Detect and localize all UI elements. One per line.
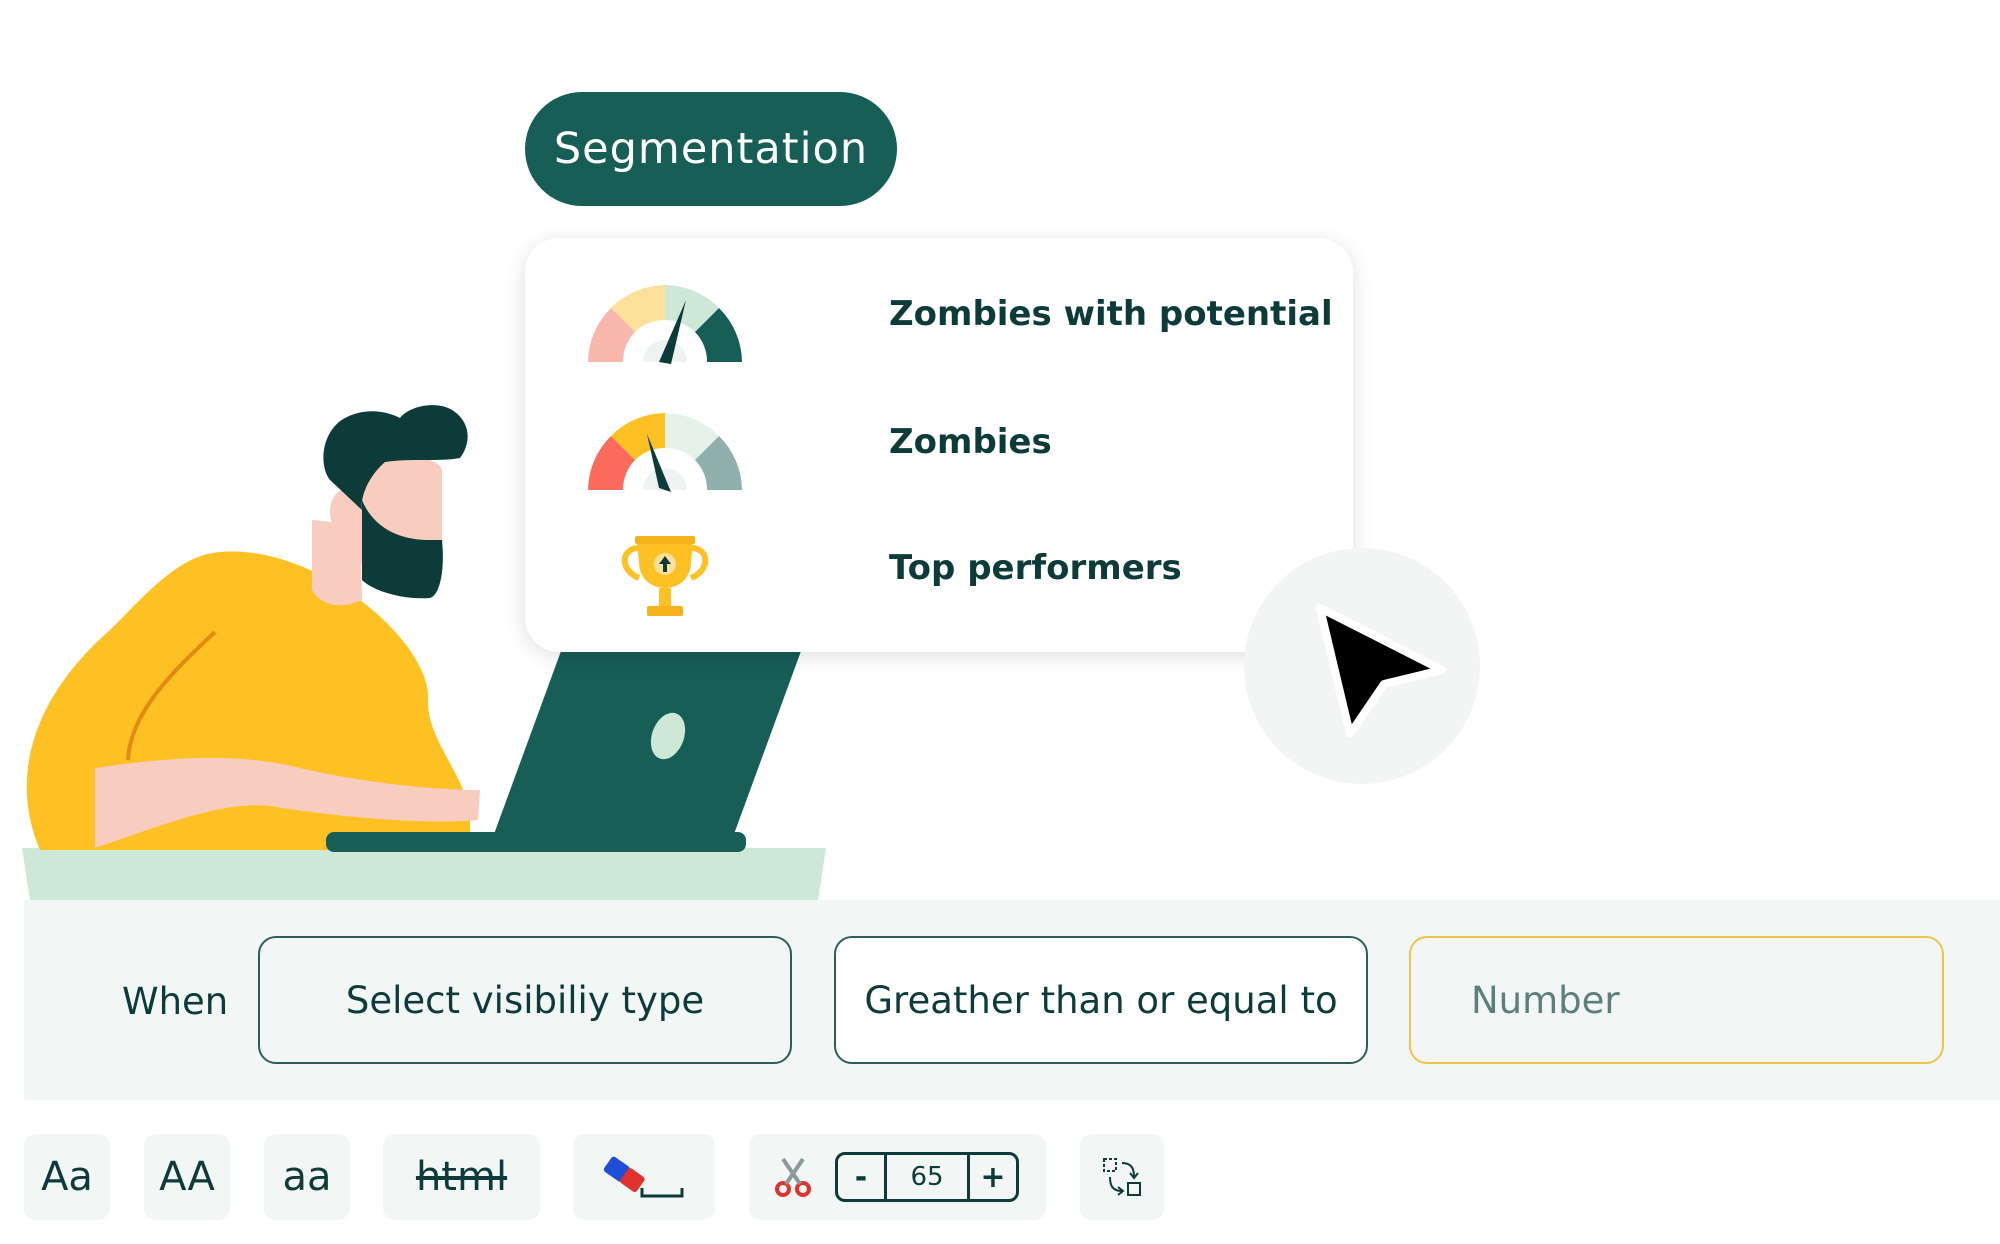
gauge-high-icon xyxy=(588,285,742,364)
ear-shape xyxy=(330,490,358,534)
capitalize-button[interactable]: Aa xyxy=(24,1134,110,1220)
segment-option-zombies[interactable]: Zombies xyxy=(525,386,1353,506)
arm-shape xyxy=(95,757,480,848)
segment-label: Top performers xyxy=(889,548,1182,588)
when-label: When xyxy=(122,980,229,1023)
shirt-crease xyxy=(126,630,217,761)
decrement-button[interactable]: - xyxy=(854,1159,868,1195)
segment-option-zombies-with-potential[interactable]: Zombies with potential xyxy=(525,258,1353,378)
desk-shape xyxy=(22,848,826,900)
gauge-low-icon xyxy=(588,413,742,492)
segment-option-top-performers[interactable]: Top performers xyxy=(525,512,1353,632)
trophy-icon xyxy=(621,536,709,616)
scissors-icon[interactable] xyxy=(773,1155,813,1199)
segmentation-card: Zombies with potential Zombies xyxy=(525,238,1353,652)
segment-label: Zombies with potential xyxy=(889,294,1333,334)
beard-shape xyxy=(362,500,443,599)
replace-button[interactable] xyxy=(1080,1134,1164,1220)
laptop-lid xyxy=(490,632,808,845)
strip-html-button[interactable]: html xyxy=(383,1134,540,1220)
laptop-logo xyxy=(650,712,686,760)
segment-label: Zombies xyxy=(889,422,1052,462)
laptop-base xyxy=(326,832,746,852)
segmentation-title-pill[interactable]: Segmentation xyxy=(525,92,897,206)
comparator-select[interactable]: Greather than or equal to xyxy=(834,936,1368,1064)
hair-shape xyxy=(323,405,468,510)
length-stepper: - 65 + xyxy=(835,1152,1019,1202)
filter-rule-bar: When Select visibiliy type Greather than… xyxy=(24,900,2000,1100)
number-input[interactable]: Number xyxy=(1409,936,1944,1064)
stepper-value[interactable]: 65 xyxy=(884,1155,970,1199)
replace-icon xyxy=(1103,1158,1141,1196)
eraser-icon xyxy=(603,1156,684,1198)
uppercase-button[interactable]: AA xyxy=(144,1134,230,1220)
lowercase-button[interactable]: aa xyxy=(264,1134,350,1220)
increment-button[interactable]: + xyxy=(980,1159,1006,1195)
cursor-arrow-icon xyxy=(1316,604,1446,738)
eraser-whitespace-button[interactable] xyxy=(573,1134,715,1220)
visibility-type-select[interactable]: Select visibiliy type xyxy=(258,936,792,1064)
truncate-tool: - 65 + xyxy=(749,1134,1046,1220)
person-laptop-illustration xyxy=(22,405,826,900)
